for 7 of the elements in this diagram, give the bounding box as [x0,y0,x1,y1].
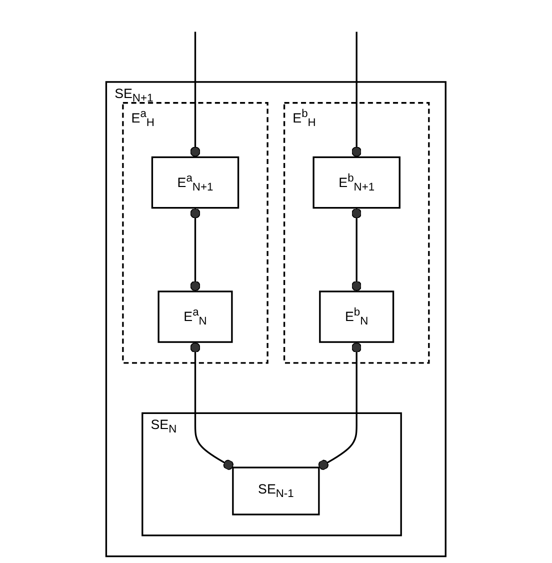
connector [352,32,362,158]
connector [352,208,362,292]
node-box: SE$_{N-1}$ [232,466,320,516]
connector [318,342,362,470]
connector [190,32,200,158]
connector [190,342,234,470]
connector [190,208,200,292]
